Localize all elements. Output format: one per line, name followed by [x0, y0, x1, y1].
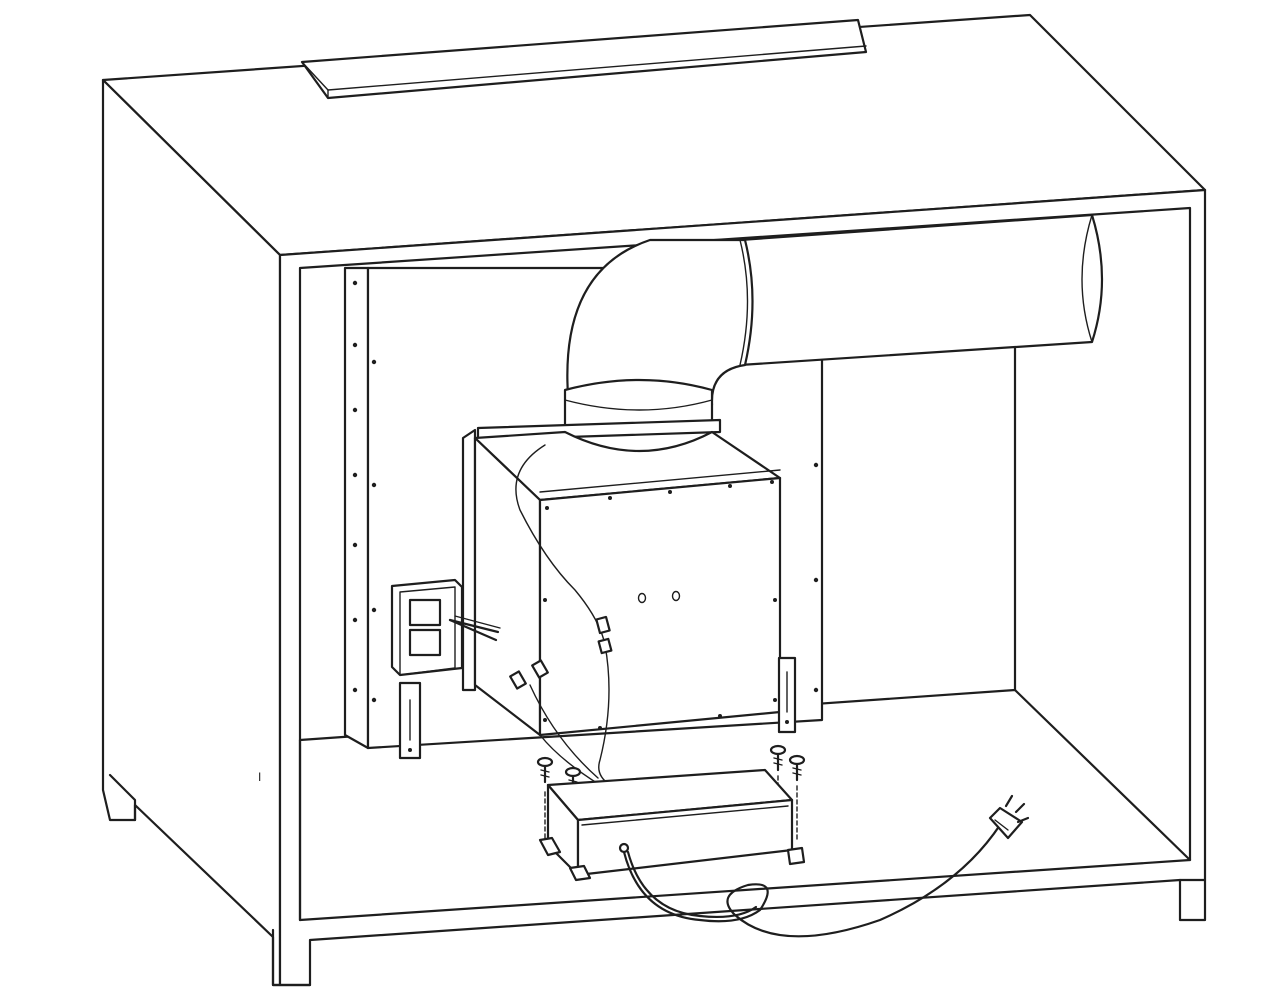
switch-panel [390, 578, 501, 677]
wire-connector-upper [595, 615, 611, 635]
plug-icon [988, 794, 1030, 840]
top-filter-panel [300, 18, 868, 100]
side-mark: I [258, 770, 262, 784]
internal-wiring [509, 444, 613, 786]
fan-housing [461, 418, 782, 737]
wire-connector-left [509, 670, 527, 690]
screws [536, 744, 806, 851]
power-cord [622, 794, 1030, 938]
screw-4 [788, 754, 806, 841]
switch-button-upper [408, 598, 442, 627]
screw-1 [536, 756, 554, 851]
control-box [538, 768, 806, 882]
mounting-bracket-left [398, 681, 422, 760]
wire-connector-lower [597, 637, 613, 655]
switch-button-lower [408, 628, 442, 657]
mounting-bracket-right [777, 656, 797, 734]
wire-connector-right [531, 659, 549, 679]
screw-3 [769, 744, 787, 791]
